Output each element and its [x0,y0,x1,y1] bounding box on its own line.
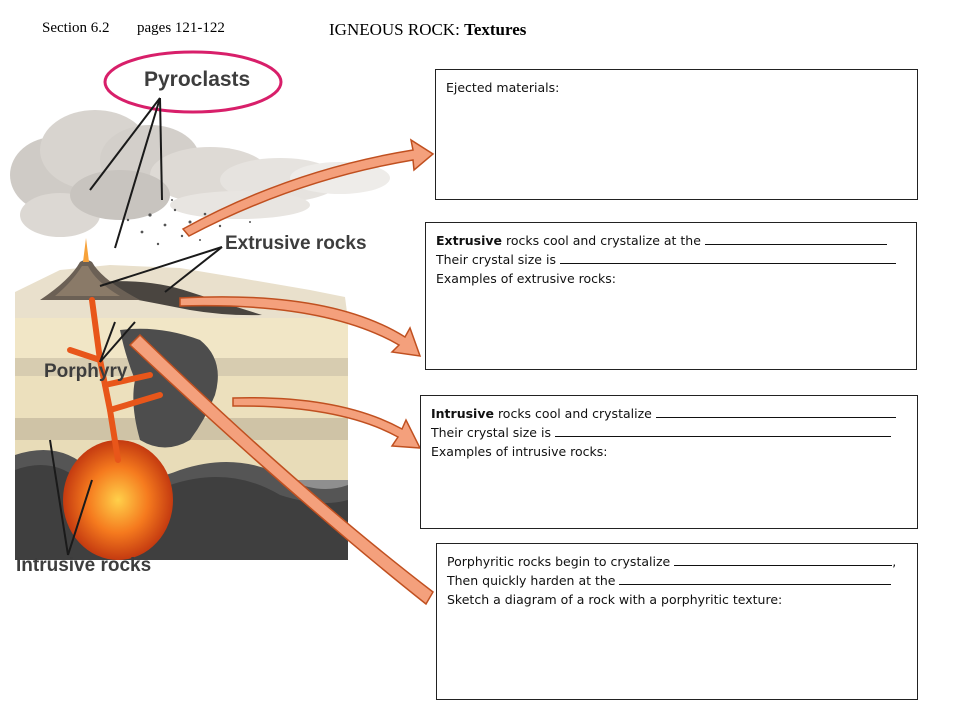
pyroclasts-label: Pyroclasts [144,68,250,92]
intrusive-rocks-label: Intrusive rocks [16,555,151,577]
porphyry-label: Porphyry [44,361,127,383]
extrusive-cool-location-blank[interactable] [705,232,887,245]
porphyritic-harden-label: Then quickly harden at the [447,573,616,588]
intrusive-line-1: Intrusive rocks cool and crystalize [431,404,907,423]
porphyritic-line-1-end: , [892,554,896,569]
porphyritic-line-2: Then quickly harden at the [447,571,907,590]
intrusive-line-2: Their crystal size is [431,423,907,442]
extrusive-line-1-text: rocks cool and crystalize at the [506,233,701,248]
porphyritic-harden-blank[interactable] [619,572,891,585]
ejected-materials-box[interactable]: Ejected materials: [435,69,918,200]
extrusive-rocks-box[interactable]: Extrusive rocks cool and crystalize at t… [425,222,917,370]
porphyritic-begin-blank[interactable] [674,553,892,566]
porphyritic-line-1: Porphyritic rocks begin to crystalize , [447,552,907,571]
porphyritic-sketch-prompt: Sketch a diagram of a rock with a porphy… [447,590,907,609]
extrusive-line-1: Extrusive rocks cool and crystalize at t… [436,231,906,250]
intrusive-crystal-size-blank[interactable] [555,424,891,437]
porphyritic-rocks-box[interactable]: Porphyritic rocks begin to crystalize , … [436,543,918,700]
extrusive-examples-prompt: Examples of extrusive rocks: [436,269,906,288]
intrusive-term: Intrusive [431,406,494,421]
extrusive-crystal-size-blank[interactable] [560,251,896,264]
intrusive-rocks-box[interactable]: Intrusive rocks cool and crystalize Thei… [420,395,918,529]
extrusive-line-2: Their crystal size is [436,250,906,269]
extrusive-term: Extrusive [436,233,502,248]
intrusive-cool-location-blank[interactable] [656,405,896,418]
extrusive-rocks-label: Extrusive rocks [225,233,367,255]
intrusive-line-1-text: rocks cool and crystalize [498,406,652,421]
extrusive-crystal-size-label: Their crystal size is [436,252,556,267]
intrusive-crystal-size-label: Their crystal size is [431,425,551,440]
ejected-materials-prompt: Ejected materials: [446,78,907,97]
intrusive-examples-prompt: Examples of intrusive rocks: [431,442,907,461]
porphyritic-line-1-text: Porphyritic rocks begin to crystalize [447,554,670,569]
